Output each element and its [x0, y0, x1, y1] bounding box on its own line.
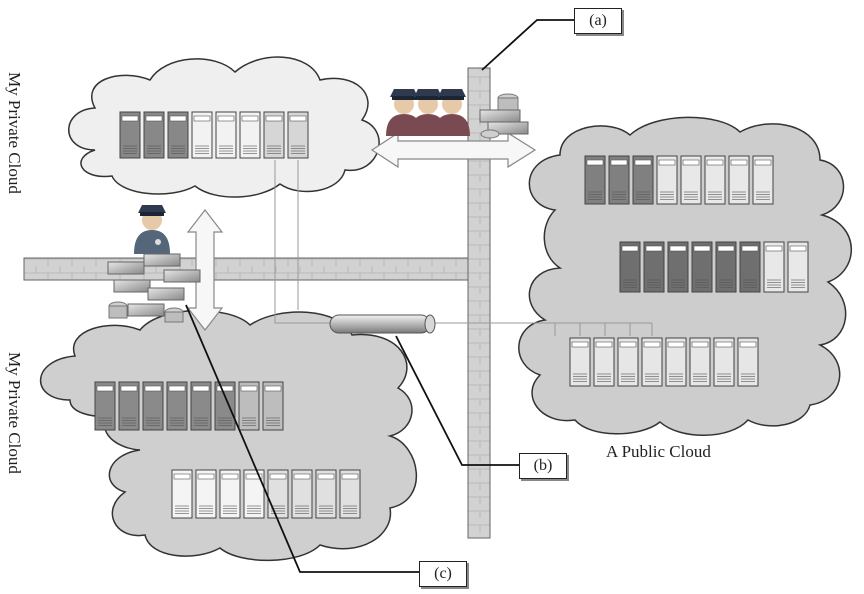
server-rack [705, 156, 725, 204]
server-rack [570, 338, 590, 386]
server-rack [753, 156, 773, 204]
server-rack [239, 382, 259, 430]
vertical-firewall [468, 68, 490, 538]
server-rack [618, 338, 638, 386]
server-rack [268, 470, 288, 518]
server-rack [788, 242, 808, 292]
server-rack [264, 112, 284, 158]
server-rack [220, 470, 240, 518]
server-rack [738, 338, 758, 386]
server-rack [288, 112, 308, 158]
server-rack [340, 470, 360, 518]
server-rack [642, 338, 662, 386]
server-rack [244, 470, 264, 518]
server-rack [292, 470, 312, 518]
horizontal-double-arrow [372, 133, 535, 167]
private-cloud-bottom-shape [41, 311, 417, 561]
server-rack [240, 112, 260, 158]
callout-a: (a) [574, 8, 622, 34]
server-rack [316, 470, 336, 518]
server-rack [609, 156, 629, 204]
server-rack [120, 112, 140, 158]
server-rack [644, 242, 664, 292]
server-rack [119, 382, 139, 430]
tunnel-pipe [330, 315, 435, 333]
server-rack [215, 382, 235, 430]
server-rack [95, 382, 115, 430]
server-rack [666, 338, 686, 386]
server-rack [167, 382, 187, 430]
server-rack [764, 242, 784, 292]
server-rack [191, 382, 211, 430]
server-rack [172, 470, 192, 518]
callout-c: (c) [419, 561, 467, 587]
server-rack [692, 242, 712, 292]
server-rack [620, 242, 640, 292]
server-rack [633, 156, 653, 204]
guard-group-icon [386, 89, 470, 136]
server-rack [668, 242, 688, 292]
callout-b: (b) [519, 453, 567, 479]
public-cloud-label: A Public Cloud [606, 442, 711, 462]
server-rack [681, 156, 701, 204]
private-cloud-bottom-label: My Private Cloud [4, 352, 24, 474]
server-rack [192, 112, 212, 158]
server-rack [714, 338, 734, 386]
server-rack [263, 382, 283, 430]
server-rack [729, 156, 749, 204]
server-rack [585, 156, 605, 204]
horizontal-firewall [24, 258, 474, 280]
server-rack [196, 470, 216, 518]
private-cloud-top-label: My Private Cloud [4, 72, 24, 194]
server-rack [168, 112, 188, 158]
server-rack [594, 338, 614, 386]
guard-icon [134, 205, 170, 254]
server-rack [657, 156, 677, 204]
server-rack [690, 338, 710, 386]
server-rack [144, 112, 164, 158]
server-rack [716, 242, 736, 292]
server-rack [740, 242, 760, 292]
server-rack [143, 382, 163, 430]
server-rack [216, 112, 236, 158]
